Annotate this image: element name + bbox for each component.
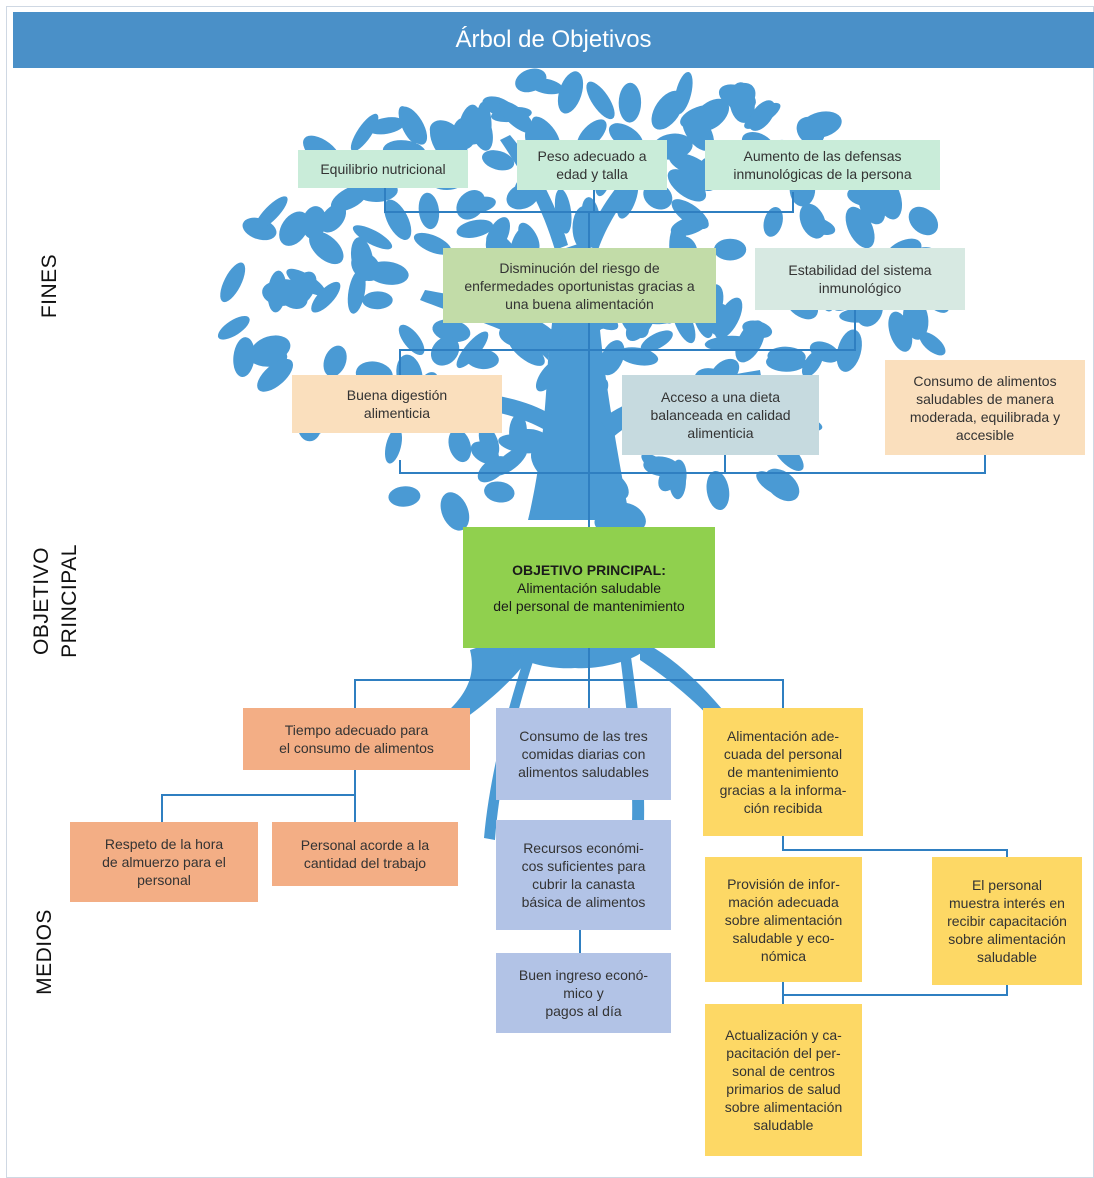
page-title: Árbol de Objetivos (13, 12, 1094, 68)
leaf (847, 184, 889, 207)
leaf (456, 219, 494, 238)
leaf (440, 492, 470, 531)
objetivo-title: OBJETIVO PRINCIPAL: (512, 561, 666, 578)
leaf (367, 117, 405, 135)
leaf (311, 281, 341, 313)
objetivo-text: Alimentación saludable del personal de m… (493, 579, 685, 614)
leaf (233, 337, 255, 378)
leaf (362, 291, 393, 310)
leaf (640, 330, 673, 352)
leaf (309, 231, 344, 265)
medio-personal-interes: El personal muestra interés en recibir c… (932, 857, 1082, 985)
leaf (484, 481, 515, 503)
leaf (418, 192, 440, 230)
leaf (618, 347, 659, 366)
leaf (499, 101, 535, 134)
leaf (845, 206, 875, 249)
leaf (323, 345, 347, 377)
leaf (671, 199, 709, 230)
leaf (398, 324, 425, 356)
leaf (352, 225, 393, 250)
leaf (432, 319, 471, 343)
leaf (302, 206, 327, 240)
leaf (727, 82, 756, 111)
label-fines: FINES (38, 253, 61, 319)
fin-aumento-defensas: Aumento de las defensas inmunológicas de… (705, 140, 940, 190)
leaf (586, 81, 615, 120)
medio-provision-informacion: Provisión de infor- mación adecuada sobr… (705, 857, 862, 982)
leaf (398, 106, 420, 144)
leaf (651, 90, 684, 130)
leaf (714, 297, 743, 339)
leaf (919, 331, 946, 356)
medio-consumo-tres-comidas: Consumo de las tres comidas diarias con … (496, 708, 671, 800)
leaf (470, 441, 500, 465)
medio-alimentacion-adecuada: Alimentación ade- cuada del personal de … (703, 708, 863, 836)
leaf (796, 116, 825, 146)
leaf (713, 238, 747, 261)
leaf (477, 456, 508, 483)
leaf (509, 413, 527, 451)
label-medios: MEDIOS (33, 909, 56, 995)
leaf (742, 320, 773, 339)
medio-actualizacion-capacitacion: Actualización y ca- pacitación del per- … (705, 1004, 862, 1156)
label-objetivo-line1: OBJETIVO (30, 547, 53, 655)
fin-equilibrio-nutricional: Equilibrio nutricional (298, 150, 468, 188)
leaf (618, 82, 642, 123)
leaf (262, 281, 298, 306)
leaf (384, 427, 403, 464)
medio-respeto-hora: Respeto de la hora de almuerzo para el p… (70, 822, 258, 902)
leaf (251, 335, 291, 363)
leaf (839, 308, 878, 323)
leaf (279, 211, 310, 246)
leaf (799, 203, 826, 239)
leaf (217, 316, 250, 340)
fin-estabilidad-sistema: Estabilidad del sistema inmunológico (755, 248, 965, 310)
leaf (557, 71, 584, 114)
leaf (465, 348, 499, 370)
leaf (801, 349, 824, 377)
connector-lines (161, 188, 1008, 1004)
leaf (515, 68, 547, 93)
medio-recursos-economicos: Recursos económi- cos suficientes para c… (496, 820, 671, 930)
leaf (756, 471, 787, 496)
objetivo-principal-box: OBJETIVO PRINCIPAL: Alimentación saludab… (463, 527, 715, 648)
leaf (220, 262, 246, 303)
fin-consumo-alimentos: Consumo de alimentos saludables de maner… (885, 360, 1085, 455)
leaf (330, 184, 369, 212)
leaf (908, 206, 939, 236)
fin-disminucion-riesgo: Disminución del riesgo de enfermedades o… (443, 248, 716, 323)
leaf (763, 207, 783, 237)
leaf (668, 152, 711, 178)
leaf (643, 456, 680, 477)
label-objetivo-line2: PRINCIPAL (58, 544, 81, 658)
leaf (704, 335, 751, 351)
leaf (748, 100, 776, 131)
leaf (448, 429, 472, 463)
leaf (706, 470, 730, 511)
fin-buena-digestion: Buena digestión alimenticia (292, 375, 502, 433)
leaf (351, 252, 381, 282)
fin-peso-adecuado: Peso adecuado a edad y talla (517, 140, 667, 190)
leaf (667, 169, 707, 202)
leaf (384, 199, 412, 240)
leaf (347, 269, 366, 314)
leaf (767, 346, 806, 367)
label-objetivo-principal: OBJETIVO PRINCIPAL (28, 541, 84, 661)
leaf (482, 150, 515, 171)
medio-buen-ingreso: Buen ingreso econó- mico y pagos al día (496, 953, 671, 1033)
leaf (476, 101, 492, 144)
fin-acceso-dieta: Acceso a una dieta balanceada en calidad… (622, 375, 819, 455)
leaf (600, 340, 625, 376)
leaf (254, 196, 288, 230)
leaf (413, 232, 452, 255)
leaf (430, 336, 460, 366)
leaf (388, 486, 421, 507)
leaf (257, 358, 294, 392)
medio-personal-acorde: Personal acorde a la cantidad del trabaj… (272, 822, 458, 886)
medio-tiempo-adecuado: Tiempo adecuado para el consumo de alime… (243, 708, 470, 770)
